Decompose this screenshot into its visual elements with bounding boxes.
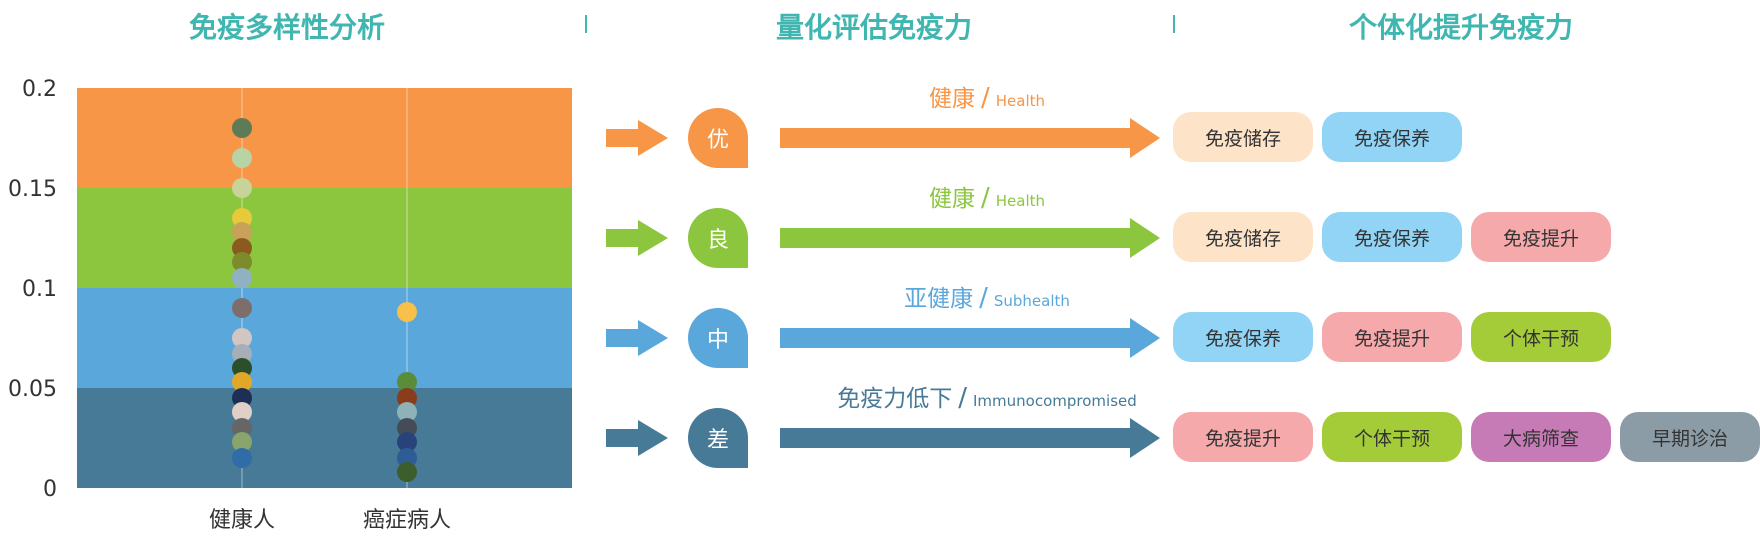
dot-0-14 bbox=[232, 402, 252, 422]
grade-badge: 差 bbox=[688, 408, 748, 468]
dot-0-11 bbox=[232, 358, 252, 378]
status-cn: 健康 bbox=[928, 186, 975, 212]
y-tick-label: 0.05 bbox=[8, 377, 57, 402]
status-label: 健康/ Health bbox=[780, 84, 1194, 115]
dot-0-2 bbox=[232, 178, 252, 198]
dot-0-6 bbox=[232, 252, 252, 272]
dot-1-6 bbox=[397, 448, 417, 468]
dot-0-4 bbox=[232, 222, 252, 242]
status-label: 健康/ Health bbox=[780, 184, 1194, 215]
y-tick-label: 0.1 bbox=[22, 277, 57, 302]
status-cn: 亚健康 bbox=[904, 286, 974, 312]
chart-y-ticks: 0 0.05 0.1 0.15 0.2 bbox=[8, 77, 57, 502]
grade-row: 优 健康/ Health 免疫储存免疫保养 bbox=[0, 84, 1760, 168]
x-tick-label: 健康人 bbox=[209, 508, 275, 533]
status-label: 免疫力低下/ Immunocompromised bbox=[780, 384, 1194, 415]
dot-0-7 bbox=[232, 268, 252, 288]
tag: 免疫保养 bbox=[1322, 112, 1462, 162]
grade-row: 中 亚健康/ Subhealth 免疫保养免疫提升个体干预 bbox=[0, 284, 1760, 368]
status-en: Subhealth bbox=[993, 292, 1070, 310]
status-label: 亚健康/ Subhealth bbox=[780, 284, 1194, 315]
tag: 免疫保养 bbox=[1173, 312, 1313, 362]
dot-0-15 bbox=[232, 418, 252, 438]
dot-0-3 bbox=[232, 208, 252, 228]
band-1 bbox=[77, 188, 572, 288]
tag: 免疫储存 bbox=[1173, 112, 1313, 162]
status-en: Health bbox=[995, 92, 1046, 110]
status-cn: 免疫力低下 bbox=[837, 386, 953, 412]
y-tick-label: 0 bbox=[43, 477, 57, 502]
status-en: Health bbox=[995, 192, 1046, 210]
result-arrow-icon bbox=[780, 218, 1160, 258]
status-separator: / bbox=[979, 283, 988, 313]
grade-badge: 良 bbox=[688, 208, 748, 268]
tag-list: 免疫储存免疫保养 bbox=[1173, 112, 1462, 162]
dot-1-0 bbox=[397, 302, 417, 322]
status-cn: 健康 bbox=[928, 86, 975, 112]
dot-0-13 bbox=[232, 388, 252, 408]
tag-list: 免疫提升个体干预大病筛查早期诊治 bbox=[1173, 412, 1760, 462]
dot-1-2 bbox=[397, 388, 417, 408]
dot-1-5 bbox=[397, 432, 417, 452]
result-arrow-icon bbox=[780, 418, 1160, 458]
status-separator: / bbox=[980, 183, 990, 213]
entry-arrow-icon bbox=[606, 120, 668, 156]
chart-x-ticks: 健康人 癌症病人 bbox=[209, 508, 451, 533]
y-tick-label: 0.15 bbox=[8, 177, 57, 202]
header-quantify: 量化评估免疫力 bbox=[776, 11, 973, 44]
tag: 个体干预 bbox=[1322, 412, 1462, 462]
tag: 早期诊治 bbox=[1620, 412, 1760, 462]
dot-0-5 bbox=[232, 238, 252, 258]
chart-dots bbox=[232, 118, 417, 482]
entry-arrow-icon bbox=[606, 320, 668, 356]
grade-badge: 中 bbox=[688, 308, 748, 368]
status-separator: / bbox=[980, 83, 990, 113]
status-en: Immunocompromised bbox=[973, 392, 1137, 410]
tag: 个体干预 bbox=[1471, 312, 1611, 362]
dot-0-0 bbox=[232, 118, 252, 138]
dot-0-9 bbox=[232, 328, 252, 348]
result-arrow-icon bbox=[780, 318, 1160, 358]
header-separator-1 bbox=[585, 15, 587, 33]
tag: 免疫保养 bbox=[1322, 212, 1462, 262]
tag-list: 免疫保养免疫提升个体干预 bbox=[1173, 312, 1611, 362]
dot-1-3 bbox=[397, 402, 417, 422]
dot-1-4 bbox=[397, 418, 417, 438]
header-separator-2 bbox=[1173, 15, 1175, 33]
status-separator: / bbox=[958, 383, 967, 413]
dot-0-17 bbox=[232, 448, 252, 468]
tag-list: 免疫储存免疫保养免疫提升 bbox=[1173, 212, 1611, 262]
chart-bands bbox=[77, 88, 572, 488]
diversity-chart: 0 0.05 0.1 0.15 0.2 健康人 癌症病人 bbox=[8, 77, 572, 533]
band-2 bbox=[77, 288, 572, 388]
entry-arrow-icon bbox=[606, 220, 668, 256]
grade-badge: 优 bbox=[688, 108, 748, 168]
tag: 免疫提升 bbox=[1471, 212, 1611, 262]
band-0 bbox=[77, 88, 572, 188]
dot-0-8 bbox=[232, 298, 252, 318]
dot-0-12 bbox=[232, 372, 252, 392]
result-arrow-icon bbox=[780, 118, 1160, 158]
header-personalize: 个体化提升免疫力 bbox=[1349, 11, 1574, 44]
header-diversity: 免疫多样性分析 bbox=[189, 11, 386, 44]
x-tick-label: 癌症病人 bbox=[363, 508, 451, 533]
grade-row: 差 免疫力低下/ Immunocompromised 免疫提升个体干预大病筛查早期诊治 bbox=[0, 384, 1760, 468]
tag: 免疫提升 bbox=[1173, 412, 1313, 462]
grade-row: 良 健康/ Health 免疫储存免疫保养免疫提升 bbox=[0, 184, 1760, 268]
dot-1-7 bbox=[397, 462, 417, 482]
dot-0-1 bbox=[232, 148, 252, 168]
dot-0-10 bbox=[232, 344, 252, 364]
entry-arrow-icon bbox=[606, 420, 668, 456]
dot-0-16 bbox=[232, 432, 252, 452]
y-tick-label: 0.2 bbox=[22, 77, 57, 102]
tag: 免疫储存 bbox=[1173, 212, 1313, 262]
dot-1-1 bbox=[397, 372, 417, 392]
band-3 bbox=[77, 388, 572, 488]
tag: 大病筛查 bbox=[1471, 412, 1611, 462]
tag: 免疫提升 bbox=[1322, 312, 1462, 362]
